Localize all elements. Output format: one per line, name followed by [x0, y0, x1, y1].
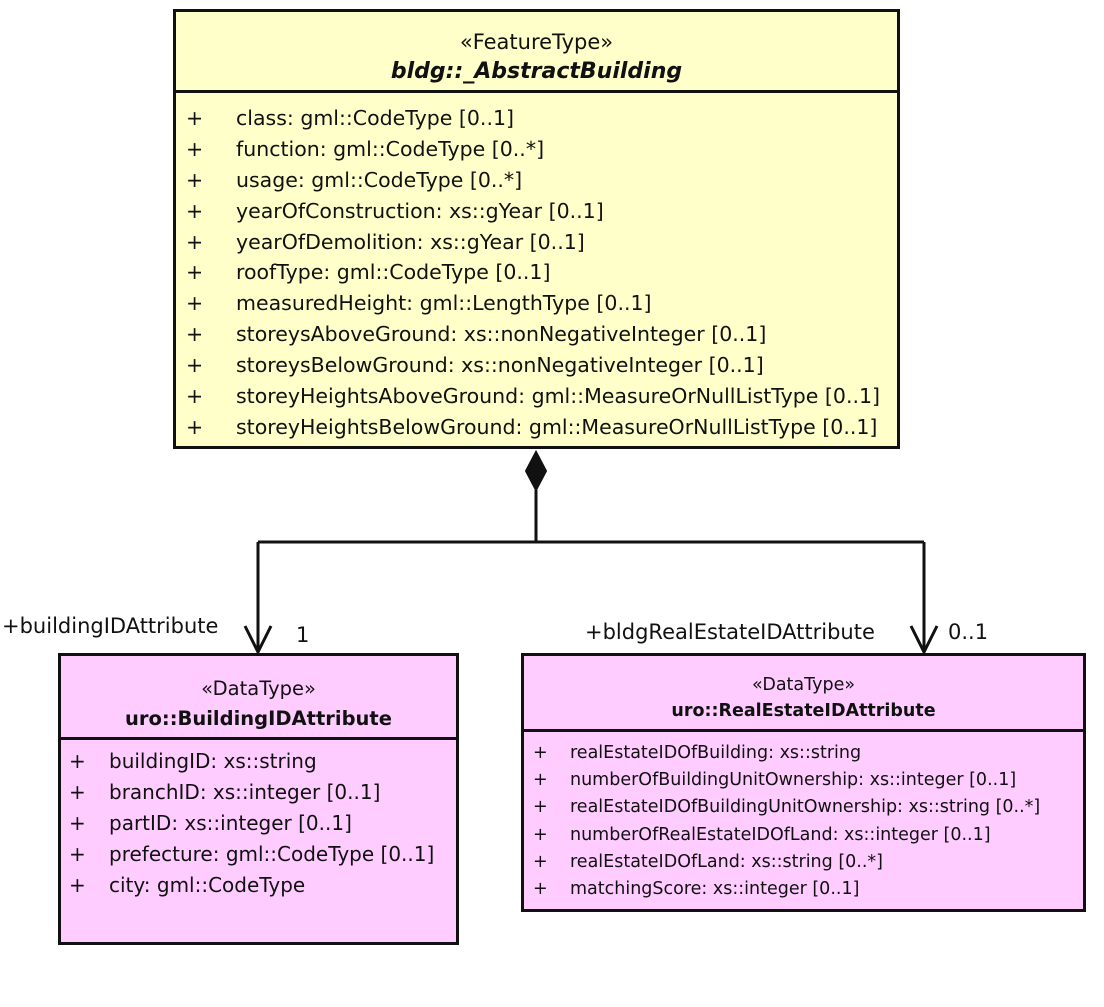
attribute-row: + realEstateIDOfBuildingUnitOwnership: xs… [524, 794, 1083, 821]
attribute-text: realEstateIDOfBuildingUnitOwnership: xs:… [570, 797, 1041, 818]
class-attributes: +class: gml::CodeType [0..1]+function: g… [176, 93, 897, 443]
class-attributes: +realEstateIDOfBuilding: xs::string+numb… [524, 732, 1083, 903]
attribute-text: yearOfConstruction: xs::gYear [0..1] [236, 198, 604, 223]
attribute-text: matchingScore: xs::integer [0..1] [570, 878, 860, 899]
visibility-marker: + [69, 811, 86, 835]
visibility-marker: + [69, 749, 86, 773]
attribute-row: + measuredHeight: gml::LengthType [0..1] [176, 288, 897, 319]
attribute-text: class: gml::CodeType [0..1] [236, 106, 515, 130]
attribute-row: + buildingID: xs::string [61, 746, 456, 777]
multiplicity-building-id: 1 [296, 623, 310, 647]
attribute-row: + prefecture: gml::CodeType [0..1] [61, 839, 456, 870]
class-name: uro::BuildingIDAttribute [125, 707, 392, 730]
visibility-marker: + [533, 770, 548, 791]
attribute-row: + branchID: xs::integer [0..1] [61, 777, 456, 808]
visibility-marker: + [186, 229, 204, 254]
attribute-text: measuredHeight: gml::LengthType [0..1] [236, 291, 652, 316]
visibility-marker: + [186, 384, 204, 409]
attribute-text: storeysBelowGround: xs::nonNegativeInteg… [236, 353, 764, 378]
arrowhead-building-id [243, 625, 273, 656]
class-stereotype: «DataType» [751, 675, 856, 695]
attribute-row: + storeyHeightsAboveGround: gml::MeasureO… [176, 381, 897, 412]
attribute-row: + matchingScore: xs::integer [0..1] [524, 876, 1083, 903]
role-label-building-id: +buildingIDAttribute [2, 614, 219, 638]
attribute-row: + function: gml::CodeType [0..*] [176, 134, 897, 165]
attribute-row: + yearOfDemolition: xs::gYear [0..1] [176, 227, 897, 258]
attribute-row: + storeysAboveGround: xs::nonNegativeInte… [176, 319, 897, 350]
visibility-marker: + [186, 167, 204, 192]
class-header: «DataType» uro::BuildingIDAttribute [61, 656, 456, 740]
attribute-row: + realEstateIDOfBuilding: xs::string [524, 740, 1083, 767]
attribute-row: + yearOfConstruction: xs::gYear [0..1] [176, 196, 897, 227]
class-name: bldg::_AbstractBuilding [390, 59, 683, 84]
attribute-text: numberOfBuildingUnitOwnership: xs::integ… [570, 770, 1017, 791]
visibility-marker: + [186, 414, 204, 439]
class-stereotype: «FeatureType» [459, 30, 614, 54]
arrowhead-real-estate-id [909, 625, 939, 656]
visibility-marker: + [533, 878, 548, 899]
visibility-marker: + [533, 743, 548, 763]
class-attributes: +buildingID: xs::string+branchID: xs::in… [61, 740, 456, 901]
attribute-text: roofType: gml::CodeType [0..1] [236, 260, 551, 285]
visibility-marker: + [186, 260, 204, 285]
attribute-row: + storeysBelowGround: xs::nonNegativeInte… [176, 350, 897, 381]
composition-diamond [524, 449, 548, 493]
attribute-text: buildingID: xs::string [109, 749, 317, 773]
building-id-attribute-class[interactable]: «DataType» uro::BuildingIDAttribute + bui… [58, 653, 459, 945]
visibility-marker: + [186, 198, 204, 223]
multiplicity-real-estate-id: 0..1 [948, 620, 989, 644]
visibility-marker: + [186, 136, 204, 161]
attribute-text: storeyHeightsBelowGround: gml::MeasureOr… [236, 414, 878, 439]
visibility-marker: + [186, 106, 204, 130]
attribute-text: numberOfRealEstateIDOfLand: xs::integer … [570, 824, 991, 845]
attribute-row: + realEstateIDOfLand: xs::string [0..*] [524, 849, 1083, 876]
attribute-text: yearOfDemolition: xs::gYear [0..1] [236, 229, 585, 254]
visibility-marker: + [533, 797, 548, 818]
attribute-text: storeyHeightsAboveGround: gml::MeasureOr… [236, 384, 881, 409]
visibility-marker: + [186, 322, 204, 347]
attribute-row: + numberOfRealEstateIDOfLand: xs::integer… [524, 822, 1083, 849]
attribute-text: realEstateIDOfBuilding: xs::string [570, 743, 862, 763]
attribute-row: + storeyHeightsBelowGround: gml::MeasureO… [176, 412, 897, 443]
visibility-marker: + [69, 780, 86, 804]
role-label-real-estate-id: +bldgRealEstateIDAttribute [585, 620, 875, 644]
attribute-row: + roofType: gml::CodeType [0..1] [176, 257, 897, 288]
attribute-row: + usage: gml::CodeType [0..*] [176, 165, 897, 196]
attribute-text: prefecture: gml::CodeType [0..1] [109, 842, 435, 866]
class-stereotype: «DataType» [201, 677, 316, 700]
attribute-text: storeysAboveGround: xs::nonNegativeInteg… [236, 322, 767, 347]
visibility-marker: + [69, 873, 86, 897]
visibility-marker: + [533, 824, 548, 845]
class-header: «FeatureType» bldg::_AbstractBuilding [176, 12, 897, 93]
attribute-text: realEstateIDOfLand: xs::string [0..*] [570, 851, 883, 872]
attribute-text: usage: gml::CodeType [0..*] [236, 167, 523, 192]
attribute-row: + class: gml::CodeType [0..1] [176, 103, 897, 134]
abstract-building-class[interactable]: «FeatureType» bldg::_AbstractBuilding + c… [173, 9, 900, 449]
visibility-marker: + [186, 353, 204, 378]
class-header: «DataType» uro::RealEstateIDAttribute [524, 656, 1083, 732]
attribute-row: + partID: xs::integer [0..1] [61, 808, 456, 839]
attribute-text: partID: xs::integer [0..1] [109, 811, 352, 835]
attribute-text: function: gml::CodeType [0..*] [236, 136, 545, 161]
attribute-text: branchID: xs::integer [0..1] [109, 780, 381, 804]
class-name: uro::RealEstateIDAttribute [671, 701, 936, 721]
real-estate-id-attribute-class[interactable]: «DataType» uro::RealEstateIDAttribute +r… [521, 653, 1086, 912]
visibility-marker: + [186, 291, 204, 316]
visibility-marker: + [69, 842, 86, 866]
visibility-marker: + [533, 851, 548, 872]
attribute-text: city: gml::CodeType [109, 873, 306, 897]
attribute-row: + city: gml::CodeType [61, 870, 456, 901]
attribute-row: + numberOfBuildingUnitOwnership: xs::inte… [524, 767, 1083, 794]
